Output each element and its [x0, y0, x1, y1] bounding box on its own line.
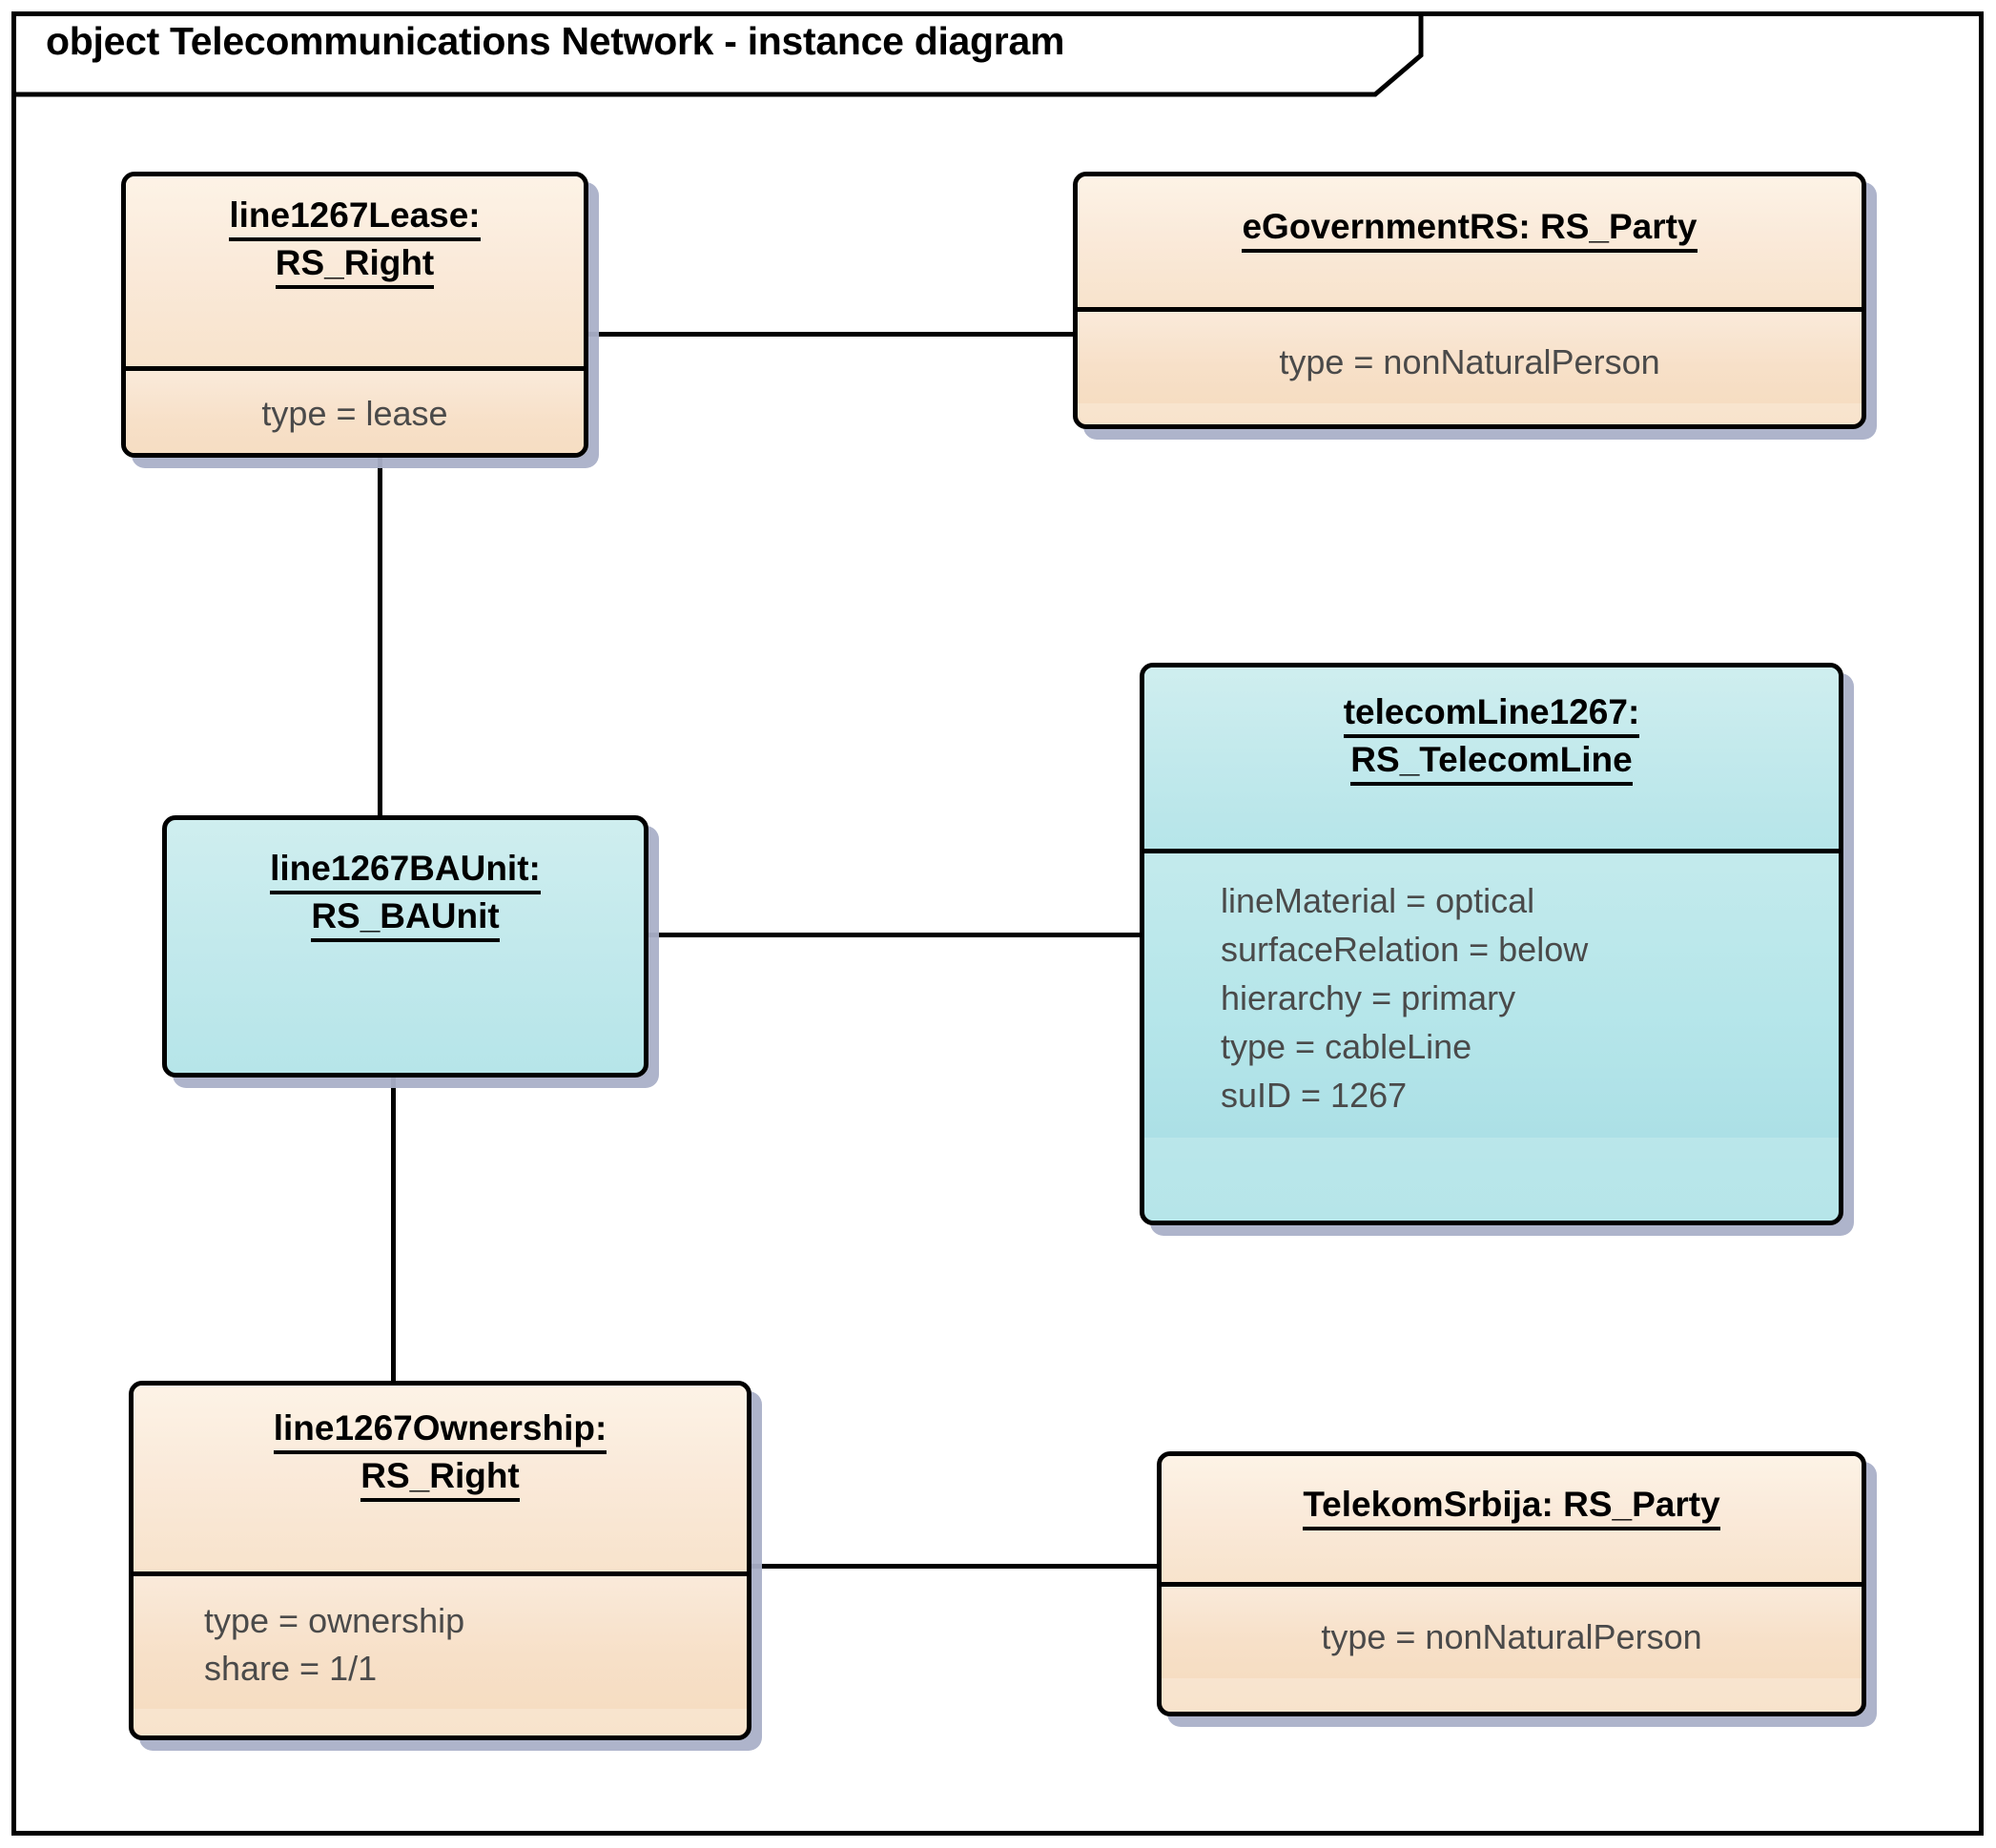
attribute-row: hierarchy = primary: [1221, 978, 1516, 1018]
object-name-line2: RS_Right: [275, 241, 435, 290]
object-node-line1267lease[interactable]: line1267Lease: RS_Right type = lease: [121, 172, 588, 458]
object-name-line2: RS_BAUnit: [311, 894, 500, 943]
object-node-telekomsrbija[interactable]: TelekomSrbija: RS_Party type = nonNatura…: [1157, 1451, 1866, 1716]
object-name-line2: RS_Right: [360, 1454, 520, 1503]
object-node-line1267baunit[interactable]: line1267BAUnit: RS_BAUnit: [162, 815, 648, 1078]
attribute-row: surfaceRelation = below: [1221, 930, 1589, 970]
object-node-telecomline1267[interactable]: telecomLine1267: RS_TelecomLine lineMate…: [1140, 663, 1843, 1225]
object-node-egovernmentrs[interactable]: eGovernmentRS: RS_Party type = nonNatura…: [1073, 172, 1866, 429]
link-baunit-to-ownership: [391, 1074, 396, 1385]
object-header-line1267baunit: line1267BAUnit: RS_BAUnit: [167, 820, 644, 952]
object-header-line1267lease: line1267Lease: RS_Right: [126, 176, 584, 366]
object-attributes-telecomline1267: lineMaterial = optical surfaceRelation =…: [1144, 853, 1839, 1138]
compartment-separator: [1078, 307, 1862, 312]
attribute-row: share = 1/1: [204, 1648, 378, 1688]
object-name-line1: telecomLine1267:: [1343, 690, 1640, 739]
object-attributes-telekomsrbija: type = nonNaturalPerson: [1162, 1587, 1862, 1678]
compartment-separator: [134, 1571, 747, 1576]
attribute-row: type = nonNaturalPerson: [1321, 1617, 1702, 1656]
object-name-line1: line1267BAUnit:: [270, 847, 541, 895]
frame-title-tab: [11, 11, 1424, 97]
object-attributes-egovernmentrs: type = nonNaturalPerson: [1078, 312, 1862, 403]
frame-title-text: object Telecommunications Network - inst…: [46, 19, 1065, 63]
attribute-row: type = nonNaturalPerson: [1279, 342, 1660, 381]
object-header-telekomsrbija: TelekomSrbija: RS_Party: [1162, 1456, 1862, 1582]
attribute-row: type = lease: [261, 394, 448, 433]
object-name-line1: TelekomSrbija: RS_Party: [1303, 1483, 1720, 1531]
compartment-separator: [126, 366, 584, 371]
attribute-row: type = cableLine: [1221, 1027, 1472, 1067]
link-lease-to-baunit: [378, 454, 382, 818]
attribute-row: type = ownership: [204, 1601, 465, 1640]
object-node-line1267ownership[interactable]: line1267Ownership: RS_Right type = owner…: [129, 1381, 751, 1740]
compartment-separator: [1162, 1582, 1862, 1587]
attribute-row: lineMaterial = optical: [1221, 881, 1535, 920]
compartment-separator: [1144, 849, 1839, 853]
object-name-line1: line1267Lease:: [229, 194, 481, 242]
object-header-telecomline1267: telecomLine1267: RS_TelecomLine: [1144, 667, 1839, 849]
object-name-line1: eGovernmentRS: RS_Party: [1242, 205, 1698, 254]
link-baunit-to-telecomline: [645, 933, 1144, 937]
link-lease-to-egovernmentrs: [584, 332, 1078, 337]
object-header-line1267ownership: line1267Ownership: RS_Right: [134, 1386, 747, 1571]
object-name-line2: RS_TelecomLine: [1350, 738, 1633, 787]
attribute-row: suID = 1267: [1221, 1076, 1408, 1116]
link-ownership-to-telekomsrbija: [748, 1564, 1162, 1569]
object-name-line1: line1267Ownership:: [273, 1407, 607, 1455]
object-attributes-line1267ownership: type = ownership share = 1/1: [134, 1576, 747, 1710]
object-attributes-line1267lease: type = lease: [126, 371, 584, 453]
object-header-egovernmentrs: eGovernmentRS: RS_Party: [1078, 176, 1862, 307]
